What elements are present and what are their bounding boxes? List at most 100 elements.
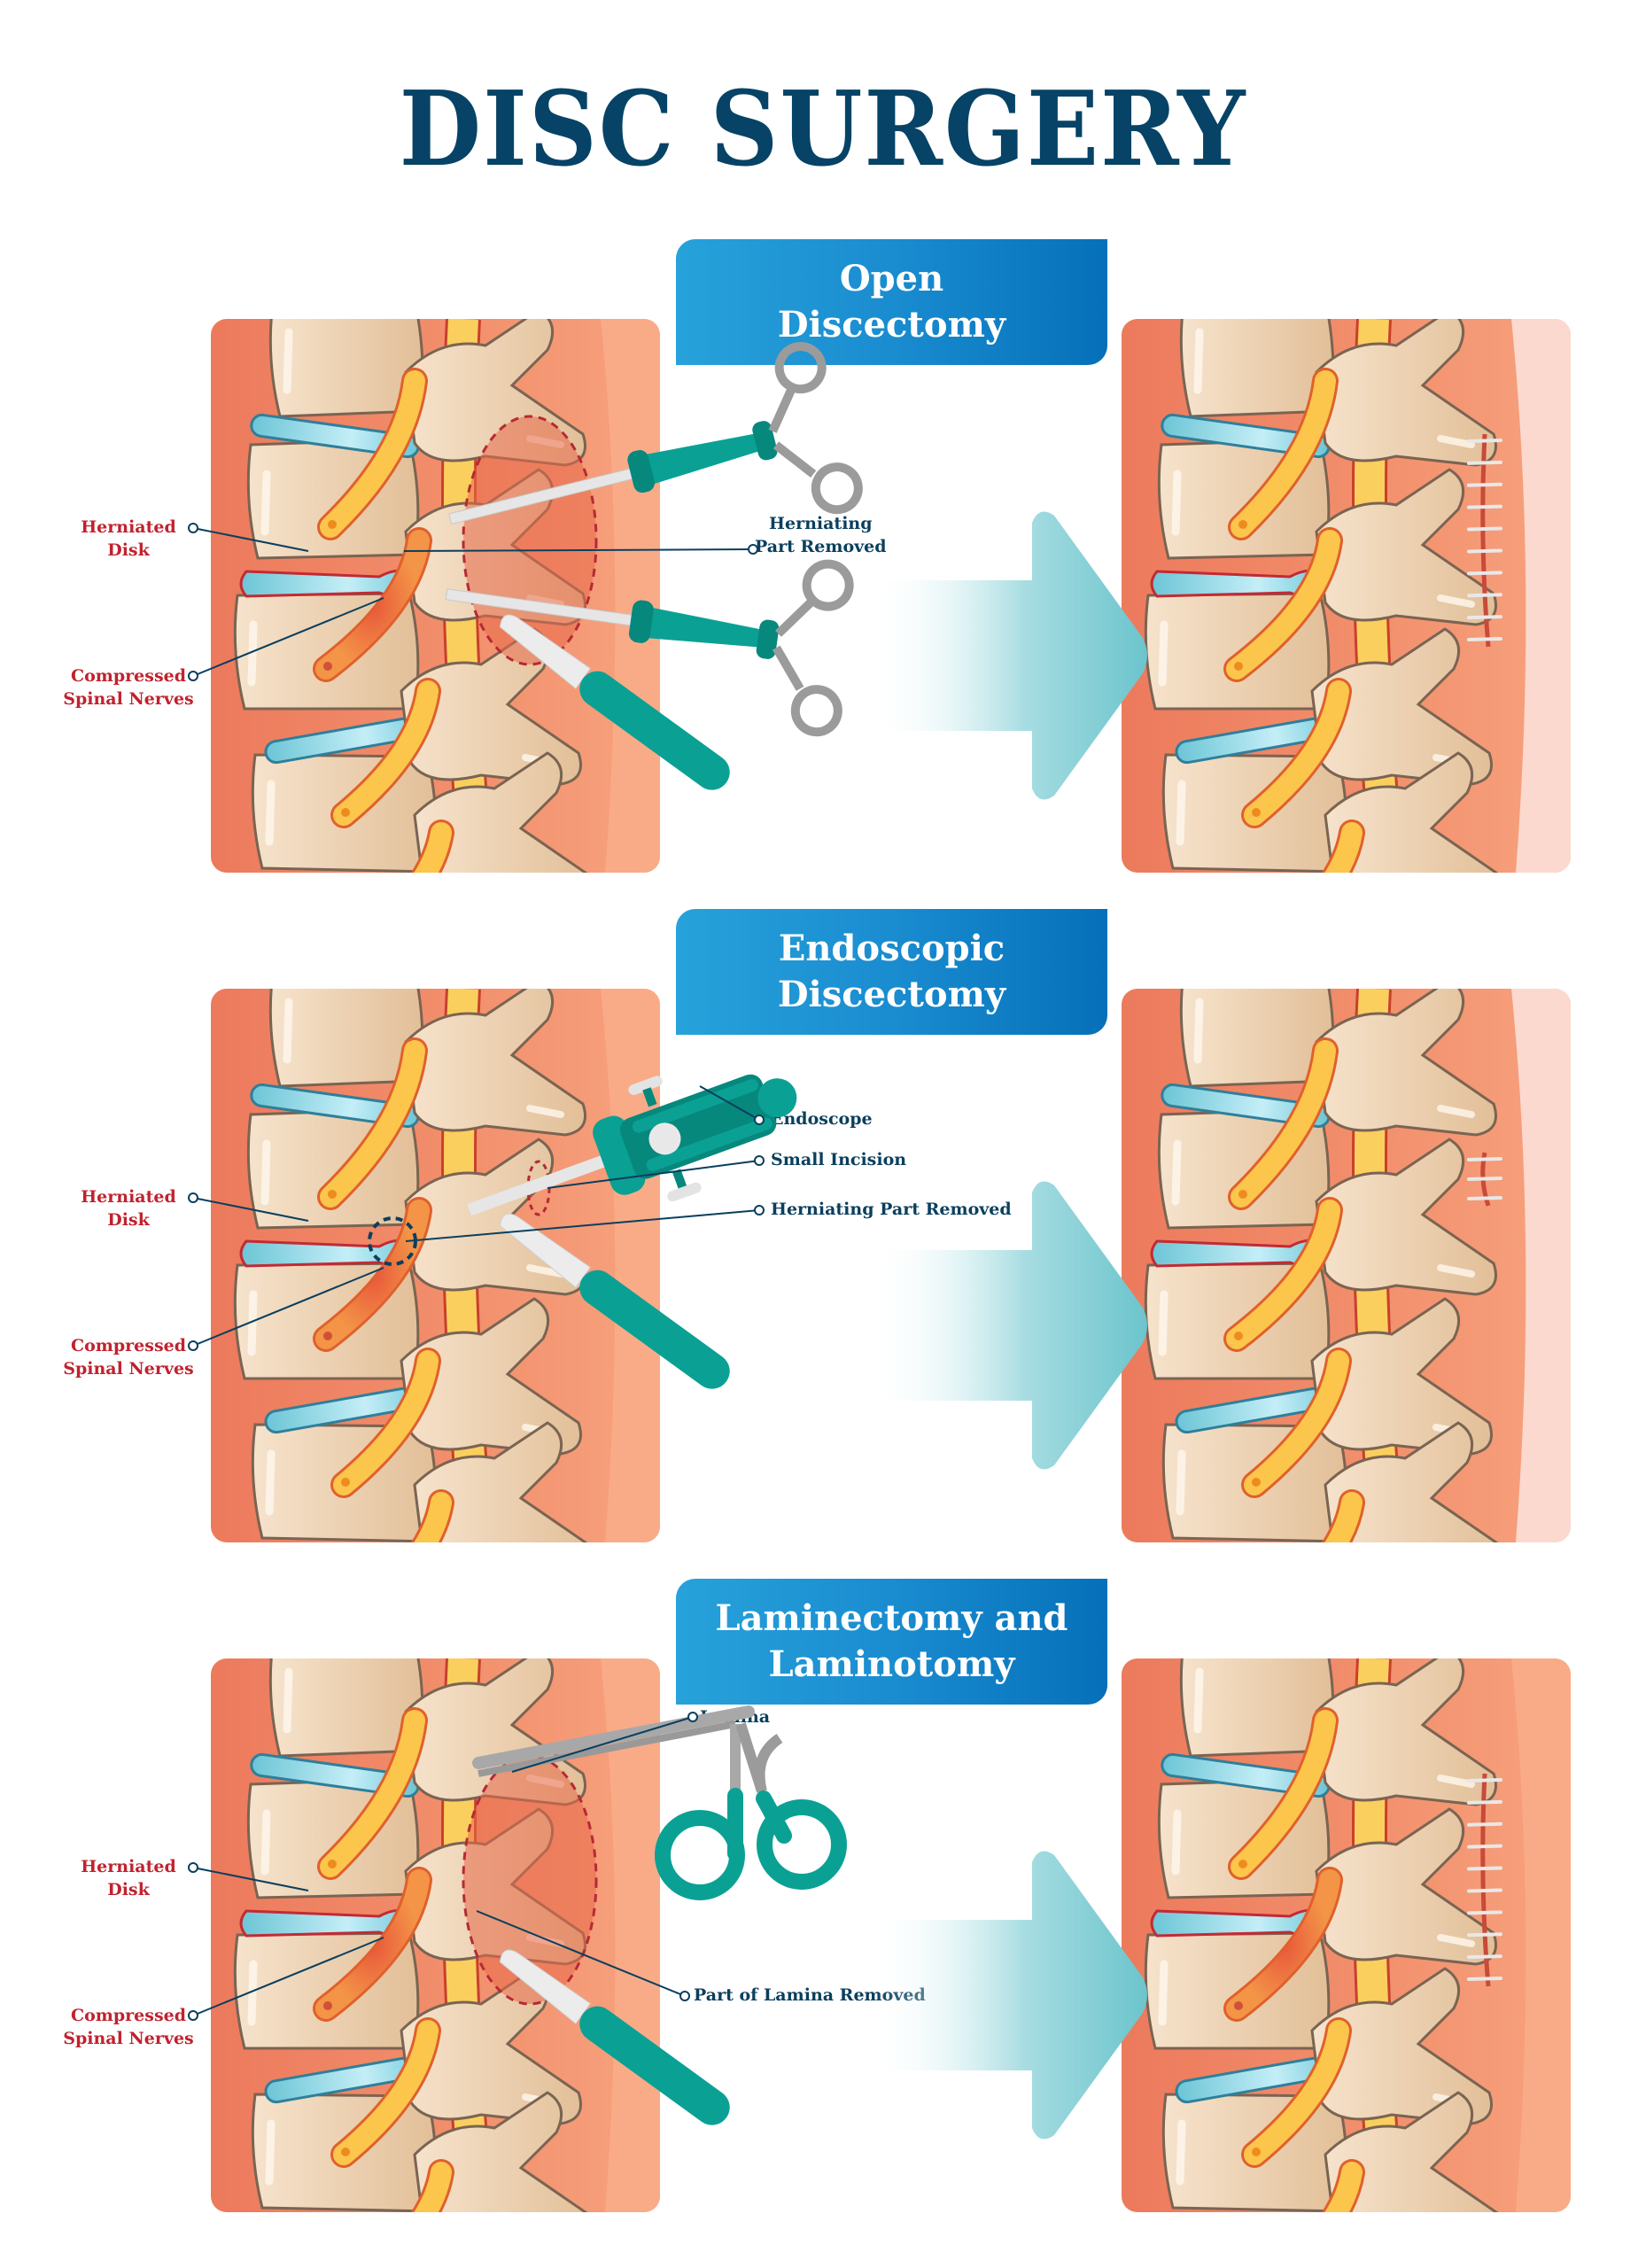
section-heading-line-2: Laminotomy	[768, 1643, 1015, 1685]
nerve-root	[1231, 370, 1336, 538]
section-heading-line-2: Discectomy	[777, 974, 1006, 1015]
before-surgery-panel	[211, 1658, 660, 2212]
stitch	[1467, 571, 1502, 576]
spinous-process	[1310, 1967, 1493, 2125]
spinous-process	[404, 989, 586, 1137]
nerves-label-line-2: Spinal Nerves	[63, 689, 194, 709]
endoscopic-callout: Small Incision	[771, 1150, 907, 1169]
sutured-incision	[1467, 1152, 1502, 1207]
herniated-label-line-2: Disk	[107, 540, 150, 560]
after-surgery-panel	[1122, 319, 1571, 873]
skin-layer	[1511, 1658, 1571, 2212]
callout-text-line-2: Part Removed	[755, 537, 887, 556]
section-heading-line-2: Discectomy	[777, 304, 1006, 346]
incision-line	[1480, 1773, 1491, 1987]
lamina-callout: Lamina	[700, 1707, 771, 1727]
stitch	[1467, 1844, 1502, 1849]
nerve-root	[414, 2162, 452, 2212]
nerve-root	[1231, 1040, 1336, 1208]
spinous-process	[1315, 468, 1497, 626]
spinous-process	[1324, 751, 1499, 873]
nerve-root	[1244, 680, 1349, 826]
nerve-root	[1324, 2162, 1363, 2212]
nerve-root	[320, 1040, 425, 1208]
section-heading-line-1: Endoscopic	[778, 928, 1005, 969]
spinous-process	[1310, 1297, 1493, 1456]
stitch	[1467, 439, 1502, 443]
stitch	[1467, 526, 1502, 532]
herniated-label-line-1: Herniated	[81, 517, 176, 537]
stitch	[1467, 1866, 1502, 1871]
callout-dot	[679, 1991, 690, 2001]
progress-arrow	[873, 1181, 1147, 1470]
spinous-process	[1310, 627, 1493, 786]
endoscopic-callout: Endoscope	[771, 1109, 873, 1129]
section-heading-line-1: Laminectomy and	[715, 1597, 1068, 1639]
spinous-process	[1315, 1138, 1497, 1296]
before-surgery-panel	[211, 319, 660, 873]
sutured-incision	[1467, 433, 1502, 648]
spinous-process	[413, 2091, 588, 2212]
nerve-root	[1231, 1710, 1336, 1877]
skin-layer	[1511, 319, 1571, 873]
stitch	[1467, 1910, 1502, 1915]
callout-dot	[754, 1115, 765, 1125]
stitch	[1467, 1888, 1502, 1893]
stitch	[1467, 548, 1502, 554]
stitch	[1467, 1821, 1502, 1827]
nerve-root	[333, 2020, 439, 2165]
herniated-label-line-1: Herniated	[81, 1187, 176, 1207]
callout-dot	[754, 1205, 765, 1216]
stitch	[1467, 1778, 1502, 1783]
stitch	[1467, 637, 1502, 641]
nerve-root	[1324, 1492, 1363, 1542]
stitch	[1467, 1977, 1502, 1981]
nerve-root	[320, 1710, 425, 1877]
callout-dot	[687, 1712, 698, 1722]
stitch	[1467, 1932, 1502, 1938]
stitch	[1467, 1157, 1502, 1161]
nerve-root	[1324, 822, 1363, 873]
nerve-root	[1226, 530, 1340, 680]
stitch	[1467, 1799, 1502, 1805]
spinous-process	[413, 751, 588, 873]
section-heading-line-1: Open	[839, 258, 944, 299]
progress-arrow	[873, 1851, 1147, 2140]
herniated-label-line-1: Herniated	[81, 1857, 176, 1876]
before-surgery-panel	[211, 989, 660, 1542]
compressed-nerve-root	[1226, 1869, 1340, 2019]
nerves-label-line-1: Compressed	[70, 666, 187, 686]
spinous-process	[1315, 989, 1497, 1137]
nerve-root	[333, 680, 439, 826]
progress-arrow	[873, 511, 1147, 800]
stitch	[1467, 504, 1502, 509]
spinous-process	[1315, 319, 1497, 467]
after-surgery-panel	[1122, 989, 1571, 1542]
nerve-root	[1244, 2020, 1349, 2165]
incision-outline	[462, 415, 598, 666]
spinous-process	[413, 1421, 588, 1542]
nerve-root	[1244, 1350, 1349, 1495]
nerve-root	[320, 370, 425, 538]
spinous-process	[1315, 1658, 1497, 1806]
spinous-process	[400, 1297, 582, 1456]
nerve-root	[1226, 1200, 1340, 1349]
spinous-process	[1315, 1807, 1497, 1966]
page-title: DISC SURGERY	[399, 69, 1247, 190]
spinous-process	[1324, 2091, 1499, 2212]
part-of-lamina-removed-callout: Part of Lamina Removed	[694, 1985, 926, 2005]
callout-leader	[699, 1085, 760, 1121]
sutured-incision	[1467, 1773, 1502, 1987]
nerves-label-line-1: Compressed	[70, 2006, 187, 2025]
stitch	[1467, 1196, 1502, 1200]
